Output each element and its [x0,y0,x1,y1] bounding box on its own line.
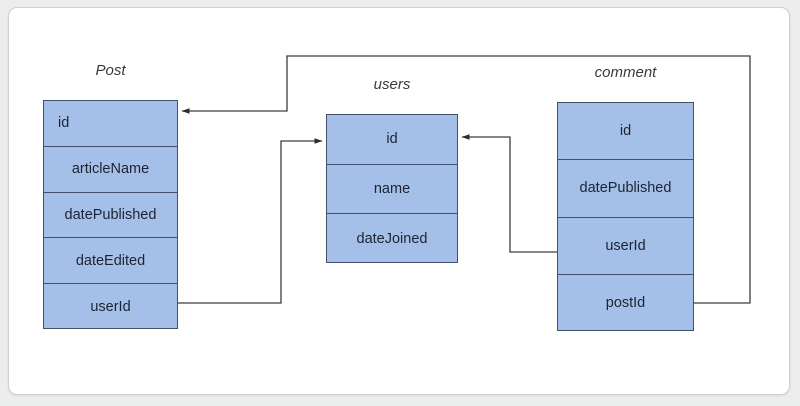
field-post-datePublished[interactable]: datePublished [44,193,177,239]
field-post-articleName[interactable]: articleName [44,147,177,193]
relationship-comment-userid-to-users-id [461,134,557,253]
field-users-name[interactable]: name [327,165,457,215]
field-users-id[interactable]: id [327,115,457,165]
field-comment-id[interactable]: id [558,103,693,161]
field-users-dateJoined[interactable]: dateJoined [356,231,428,248]
field-comment-userId[interactable]: userId [558,218,693,275]
entity-title-comment: comment [594,64,657,81]
entity-title-post: Post [95,62,126,79]
field-post-userId[interactable]: userId [90,299,131,316]
entity-title-users: users [373,76,411,93]
field-comment-datePublished[interactable]: datePublished [558,160,693,218]
field-post-dateEdited[interactable]: dateEdited [44,238,177,285]
relationship-post-userid-to-users-id [178,138,323,304]
field-comment-postId[interactable]: postId [605,295,646,312]
field-post-id[interactable]: id [44,101,177,147]
